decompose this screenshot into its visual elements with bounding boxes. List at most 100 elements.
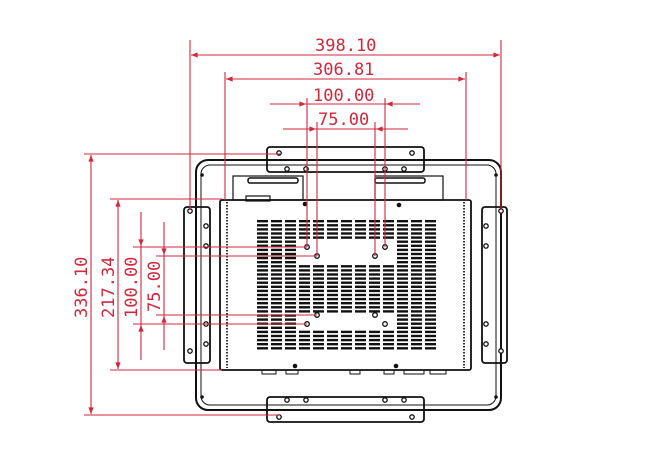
vent-slot [411,326,422,329]
bracket-mount-hole [203,223,209,229]
vent-slot [341,228,352,231]
vent-slot [425,322,436,325]
vent-slot [383,228,394,231]
vent-slot [257,281,268,284]
vent-slot [411,269,422,272]
vent-slot [383,224,394,227]
vent-slot [411,248,422,252]
vent-slot [425,343,436,346]
vent-slot [355,236,366,239]
vent-slot [327,224,338,227]
vent-slot [425,302,436,305]
vent-slot [313,277,324,280]
vent-slot [341,302,352,305]
vent-slot [355,310,366,313]
vent-slot [285,244,296,247]
vent-slot [425,326,436,329]
vent-slot [341,343,352,346]
vent-slot [327,285,338,288]
vent-slot [397,347,408,350]
vent-slot [299,338,310,342]
vent-slot [383,273,394,276]
io-port [261,369,277,375]
vent-slot [313,285,324,288]
vent-slot [299,297,310,301]
vent-slot [355,306,366,309]
vent-slot [313,228,324,231]
vent-slot [327,310,338,313]
vent-slot [313,273,324,276]
vent-slot [425,228,436,231]
vent-slot [271,261,282,264]
vent-slot [271,310,282,313]
bracket-mount-hole [401,166,407,172]
vent-slot [425,347,436,350]
bracket-mount-hole [382,397,388,403]
vent-slot [369,265,380,268]
vent-slot [397,261,408,264]
vent-slot [299,281,310,284]
vent-slot [355,269,366,272]
vent-slot [425,338,436,342]
vesa100-vertical-label: 100.00 [122,257,142,318]
vent-slot [411,297,422,301]
vent-slot [327,347,338,350]
vent-slot [369,269,380,272]
vent-slot [369,297,380,301]
vent-slot [369,273,380,276]
vent-slot [299,347,310,350]
vent-slot [257,326,268,329]
mount-bracket-top [266,146,425,173]
dimension-vesa75-horizontal: 75.00 [283,110,408,256]
vent-slot [411,240,422,243]
vent-slot [397,330,408,334]
vent-slot [327,265,338,268]
vent-slot [257,302,268,305]
vent-slot [355,293,366,297]
vent-slot [299,343,310,346]
vent-slot [397,297,408,301]
vent-slot [327,269,338,272]
vent-slot [327,220,338,223]
vent-slot [341,281,352,284]
overall-height-label: 336.10 [72,257,92,318]
vent-slot [369,310,380,313]
vent-slot [397,244,408,247]
vent-slot [355,265,366,268]
vent-slot [271,244,282,247]
vent-slot [425,293,436,297]
io-port [429,369,447,375]
vent-slot [299,228,310,231]
vent-slot [397,224,408,227]
vent-slot [257,318,268,321]
vent-slot [425,306,436,309]
vent-slot [313,293,324,297]
bracket-mount-hole [303,397,309,403]
vent-slot [285,273,296,276]
vent-slot [285,228,296,231]
vent-slot [271,338,282,342]
vent-slot [341,293,352,297]
vent-slot [397,322,408,325]
vent-slot [299,265,310,268]
vent-slot [257,232,268,235]
vent-slot [313,265,324,268]
vent-slot [257,306,268,309]
vent-slot [271,281,282,284]
vent-slot [257,293,268,297]
vent-slot [425,232,436,235]
vent-slot [397,232,408,235]
vent-slot [299,302,310,305]
vent-slot [299,277,310,280]
vent-slot [369,277,380,280]
vent-slot [383,269,394,272]
vent-slot [355,220,366,223]
vent-slot [271,318,282,321]
vent-slot [257,277,268,280]
screw-icon [393,363,399,369]
bracket-mount-hole [187,348,193,354]
vent-slot [271,252,282,256]
vent-slot [313,347,324,350]
vent-slot [411,306,422,309]
vent-slot [299,306,310,309]
